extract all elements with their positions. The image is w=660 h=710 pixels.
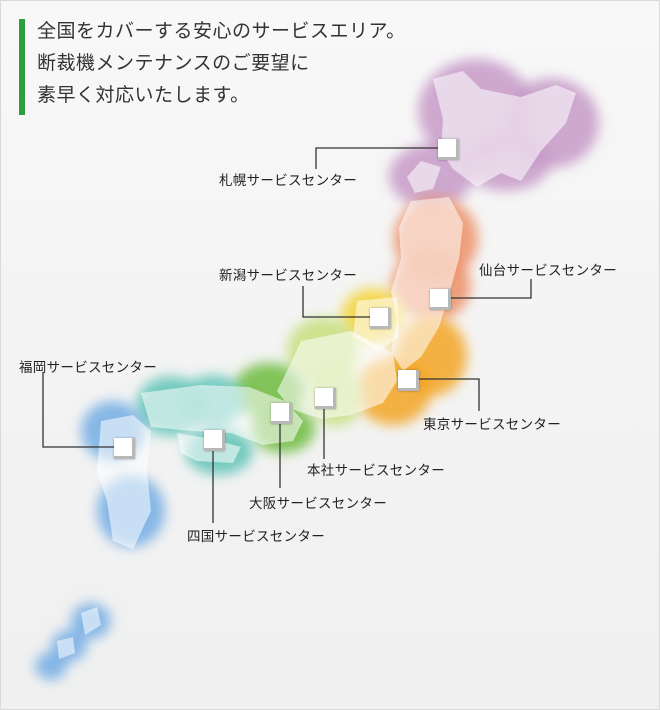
intro-line-1: 全国をカバーする安心のサービスエリア。 (37, 20, 406, 42)
intro-text: 全国をカバーする安心のサービスエリア。 断裁機メンテナンスのご要望に 素早く対応… (37, 15, 406, 111)
leader-line-sapporo (315, 147, 446, 169)
label-tokyo[interactable]: 東京サービスセンター (423, 417, 561, 433)
marker-tokyo[interactable] (398, 370, 419, 391)
label-fukuoka[interactable]: 福岡サービスセンター (19, 360, 157, 376)
label-sapporo[interactable]: 札幌サービスセンター (219, 173, 357, 189)
leader-line-tokyo (407, 378, 480, 411)
label-sendai[interactable]: 仙台サービスセンター (479, 263, 617, 279)
label-osaka[interactable]: 大阪サービスセンター (249, 496, 387, 512)
marker-shikoku[interactable] (204, 430, 225, 451)
label-niigata[interactable]: 新潟サービスセンター (219, 268, 357, 284)
marker-sapporo[interactable] (438, 139, 459, 160)
marker-fukuoka[interactable] (114, 438, 135, 459)
marker-osaka[interactable] (271, 403, 292, 424)
label-shikoku[interactable]: 四国サービスセンター (187, 529, 325, 545)
marker-sendai[interactable] (430, 289, 451, 310)
intro-line-2: 断裁機メンテナンスのご要望に (37, 52, 310, 74)
marker-niigata[interactable] (370, 308, 391, 329)
marker-honsha[interactable] (315, 388, 336, 409)
accent-bar (19, 19, 25, 115)
leader-line-sendai (440, 279, 532, 299)
leader-line-fukuoka (42, 373, 123, 448)
leader-line-niigata (302, 286, 380, 318)
intro-line-3: 素早く対応いたします。 (37, 84, 250, 106)
label-honsha[interactable]: 本社サービスセンター (307, 463, 445, 479)
